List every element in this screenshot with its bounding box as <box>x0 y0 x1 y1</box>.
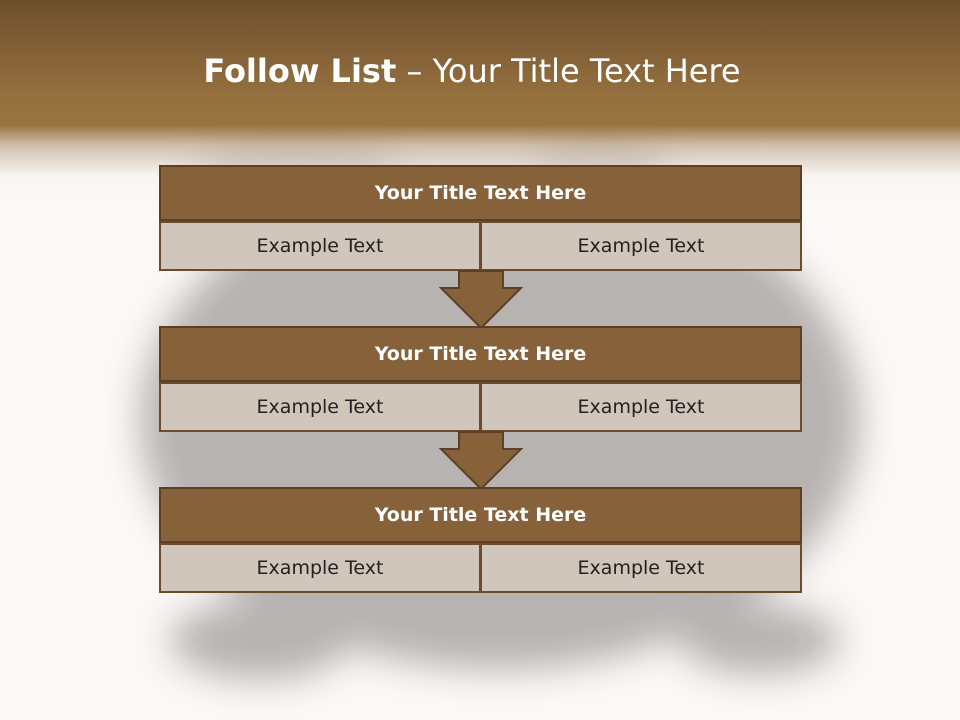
block-cell-right: Example Text <box>481 221 802 271</box>
down-arrow-icon <box>438 431 524 491</box>
block-title: Your Title Text Here <box>159 326 802 382</box>
slide-title-rest: – Your Title Text Here <box>406 52 741 90</box>
block-cell-right: Example Text <box>481 543 802 593</box>
list-block-3: Your Title Text Here Example Text Exampl… <box>159 487 802 593</box>
block-title: Your Title Text Here <box>159 487 802 543</box>
block-row: Example Text Example Text <box>159 543 802 593</box>
block-cell-left: Example Text <box>159 382 481 432</box>
block-cell-right: Example Text <box>481 382 802 432</box>
block-row: Example Text Example Text <box>159 221 802 271</box>
block-cell-left: Example Text <box>159 221 481 271</box>
block-row: Example Text Example Text <box>159 382 802 432</box>
block-cell-left: Example Text <box>159 543 481 593</box>
list-block-1: Your Title Text Here Example Text Exampl… <box>159 165 802 271</box>
down-arrow-icon <box>438 270 524 330</box>
slide-title-bold: Follow List <box>203 52 397 90</box>
list-block-2: Your Title Text Here Example Text Exampl… <box>159 326 802 432</box>
block-title: Your Title Text Here <box>159 165 802 221</box>
slide-title: Follow List – Your Title Text Here <box>0 52 944 90</box>
